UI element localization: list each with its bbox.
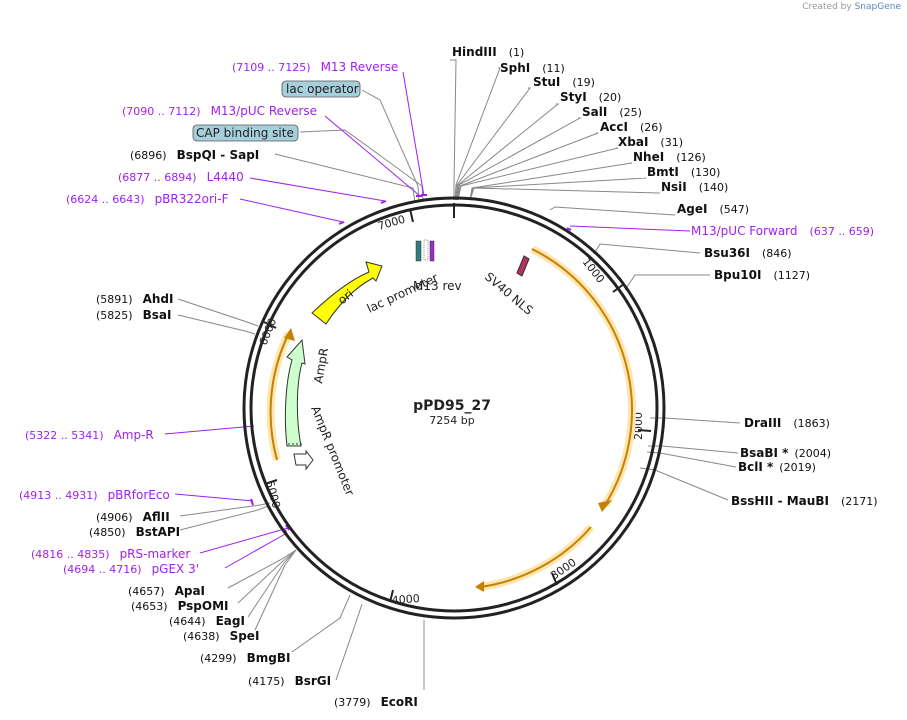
primer-m13-puc-reverse: (7090 .. 7112)M13/pUC Reverse (122, 104, 317, 118)
plasmid-length: 7254 bp (429, 414, 474, 427)
enzyme-leader-lines (177, 59, 741, 690)
enzyme-ecori: (3779)EcoRI (334, 695, 418, 709)
tick-label-5000: 5000 (263, 479, 283, 509)
enzyme-bmti: BmtI(130) (647, 165, 720, 179)
enzyme-aflii: (4906)AflII (96, 510, 170, 524)
primer-pbr322ori-f: (6624 .. 6643)pBR322ori-F (66, 192, 229, 206)
orf-arrow-left (269, 332, 290, 461)
snapgene-credit: Created by SnapGene (802, 2, 901, 12)
sv40-nls-feature (516, 255, 530, 277)
credit-brand: SnapGene (854, 2, 901, 12)
enzyme-hindiii: HindIII(1) (452, 45, 524, 59)
orf-arrow-right (531, 248, 633, 506)
primer-amp-r: (5322 .. 5341)Amp-R (25, 428, 154, 442)
ampr-promoter-feature (293, 449, 314, 471)
enzyme-draiii: DraIII(1863) (744, 416, 830, 430)
enzyme-bsabi: BsaBI *(2004) (740, 446, 831, 460)
enzyme-bmgbi: (4299)BmgBI (200, 651, 290, 665)
primer-m13-puc-forward: M13/pUC Forward(637 .. 659) (691, 224, 874, 238)
tick-label-4000: 4000 (391, 592, 420, 607)
ori-feature (311, 261, 383, 325)
enzyme-styi: StyI(20) (560, 90, 621, 104)
lac-operator-block (423, 239, 429, 261)
enzyme-nsii: NsiI(140) (661, 180, 728, 194)
credit-prefix: Created by (802, 2, 852, 12)
tick-marks (263, 208, 652, 603)
primer-l4440: (6877 .. 6894)L4440 (118, 170, 244, 184)
cap-binding-site-text: CAP binding site (196, 126, 294, 140)
enzyme-sphi: SphI(11) (500, 61, 565, 75)
sv40-nls-label: SV40 NLS (482, 270, 536, 318)
backbone-outer (242, 196, 666, 620)
tick-label-6000: 6000 (257, 316, 280, 347)
enzyme-bstapi: (4850)BstAPI (89, 525, 180, 539)
ampr-feature (284, 338, 306, 447)
lac-operator-box (281, 80, 361, 98)
lac-operator-text: lac operator (286, 82, 359, 96)
m13-rev-block (429, 240, 435, 262)
enzyme-bsu36i: Bsu36I(846) (704, 246, 792, 260)
m13-rev-label: M13 rev (413, 279, 462, 293)
enzyme-bspqi-sapi: (6896)BspQI - SapI (130, 148, 259, 162)
enzyme-sali: SalI(25) (582, 105, 642, 119)
enzyme-bsai: (5825)BsaI (96, 308, 171, 322)
enzyme-bcli: BclI *(2019) (738, 460, 816, 474)
enzyme-bsshii-maubi: BssHII - MauBI(2171) (731, 494, 878, 508)
enzyme-pspomi: (4653)PspOMI (131, 599, 229, 613)
primer-pgex-3: (4694 .. 4716)pGEX 3' (63, 562, 199, 576)
enzyme-acci: AccI(26) (600, 120, 663, 134)
enzyme-bsrgi: (4175)BsrGI (248, 674, 331, 688)
tick-label-7000: 7000 (376, 213, 406, 233)
enzyme-eagi: (4644)EagI (169, 614, 245, 628)
ampr-promoter-label: AmpR promoter (308, 404, 357, 498)
orf-arrow-bottom-glow (479, 524, 595, 591)
plasmid-name: pPD95_27 (413, 398, 491, 414)
enzyme-xbai: XbaI(31) (618, 135, 683, 149)
enzyme-apai: (4657)ApaI (128, 584, 205, 598)
cap-binding-site-box (192, 124, 299, 142)
primer-pbrforeco: (4913 .. 4931)pBRforEco (19, 488, 170, 502)
enzyme-stui: StuI(19) (533, 75, 595, 89)
enzyme-nhei: NheI(126) (633, 150, 706, 164)
orf-arrow-left-head (284, 328, 295, 341)
orf-arrow-bottom-head (475, 581, 484, 592)
primer-m13-reverse: (7109 .. 7125)M13 Reverse (232, 60, 398, 74)
enzyme-bpu10i: Bpu10I(1127) (714, 268, 810, 282)
enzyme-spei: (4638)SpeI (183, 629, 259, 643)
orf-arrow-right-head (598, 500, 612, 512)
lac-promoter-block (415, 240, 422, 262)
primer-prs-marker: (4816 .. 4835)pRS-marker (31, 547, 190, 561)
enzyme-agei: AgeI(547) (677, 202, 749, 216)
primer-leader-lines (164, 71, 691, 569)
enzyme-ahdi: (5891)AhdI (96, 292, 173, 306)
orf-arrow-bottom (479, 526, 592, 588)
ampr-label: AmpR (311, 347, 331, 385)
